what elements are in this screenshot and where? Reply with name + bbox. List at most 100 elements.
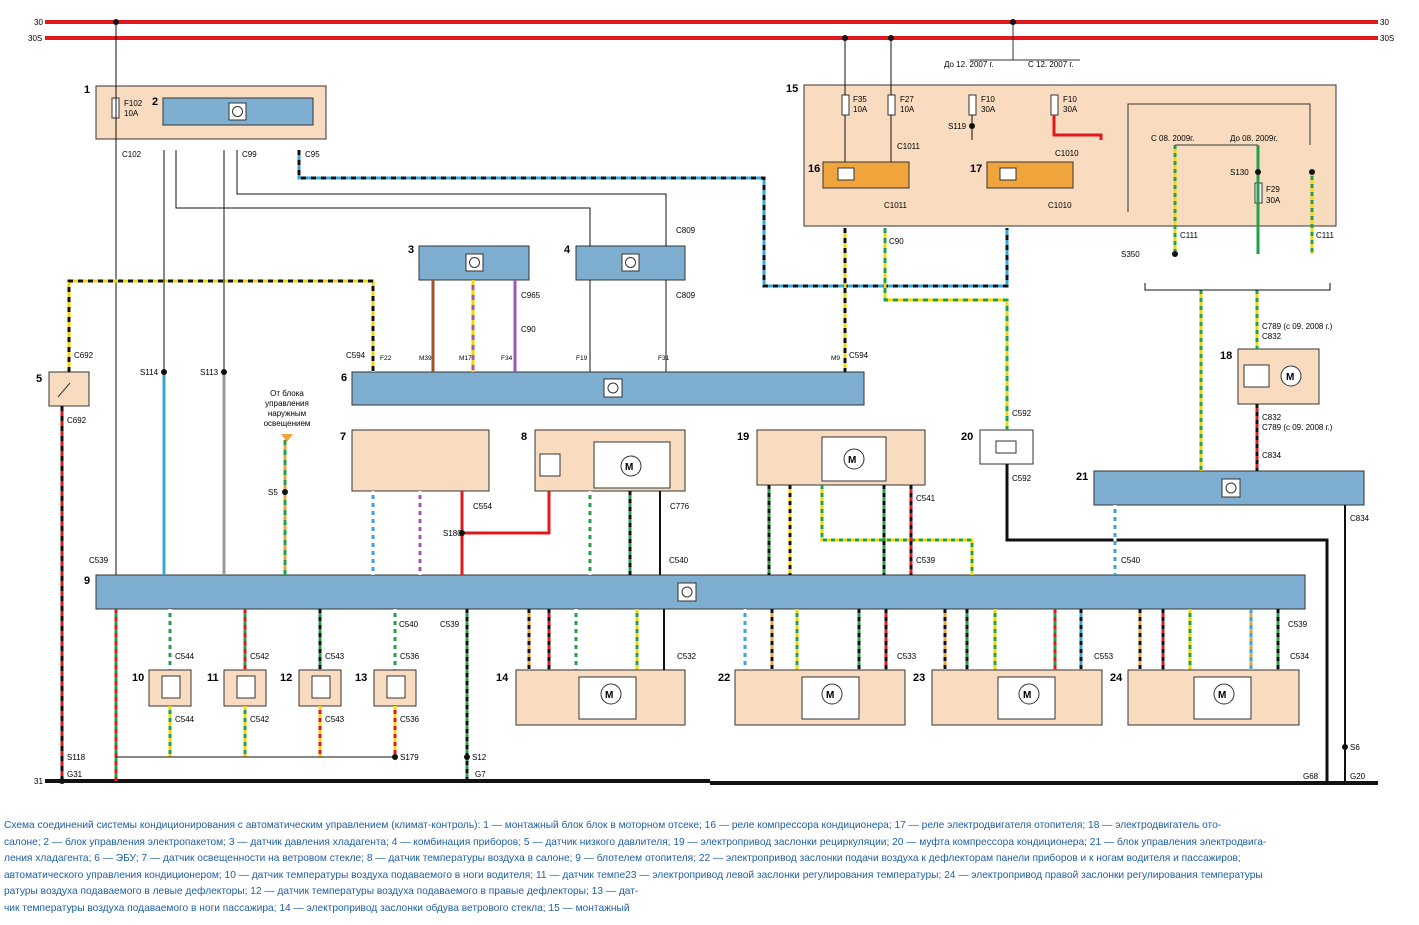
svg-text:C592: C592 bbox=[1012, 474, 1032, 483]
svg-text:10A: 10A bbox=[900, 105, 915, 114]
svg-text:От блока: От блока bbox=[270, 389, 304, 398]
svg-text:C1011: C1011 bbox=[884, 201, 908, 210]
svg-text:C1010: C1010 bbox=[1055, 149, 1079, 158]
relay-16 bbox=[822, 161, 910, 189]
svg-text:22: 22 bbox=[718, 672, 730, 684]
exterior-light-note: От блока управления наружным освещением bbox=[264, 389, 311, 442]
power-rails: 30 30S 30 30S 31 bbox=[28, 18, 1394, 786]
ecu-icon bbox=[228, 102, 247, 121]
svg-text:S179: S179 bbox=[400, 753, 419, 762]
svg-text:M: M bbox=[826, 690, 834, 701]
svg-text:12: 12 bbox=[280, 672, 292, 684]
svg-text:C832: C832 bbox=[1262, 413, 1282, 422]
svg-text:C111: C111 bbox=[1316, 231, 1334, 240]
caption-line: ратуры воздуха подаваемого в левые дефле… bbox=[4, 886, 639, 897]
svg-text:C594: C594 bbox=[346, 351, 366, 360]
svg-text:наружным: наружным bbox=[268, 409, 306, 418]
svg-text:21: 21 bbox=[1076, 471, 1088, 483]
svg-text:18: 18 bbox=[1220, 350, 1232, 362]
svg-text:C809: C809 bbox=[676, 291, 696, 300]
svg-text:C532: C532 bbox=[677, 652, 697, 661]
wires bbox=[60, 22, 1346, 781]
svg-text:30A: 30A bbox=[981, 105, 996, 114]
svg-text:F29: F29 bbox=[1266, 185, 1280, 194]
svg-text:До 08. 2009г.: До 08. 2009г. bbox=[1230, 134, 1277, 143]
svg-text:F34: F34 bbox=[501, 355, 513, 362]
svg-text:C533: C533 bbox=[897, 652, 917, 661]
svg-text:2: 2 bbox=[152, 96, 158, 108]
svg-text:F10: F10 bbox=[1063, 95, 1077, 104]
svg-text:M39: M39 bbox=[419, 355, 432, 362]
svg-text:11: 11 bbox=[207, 672, 219, 684]
svg-text:M: M bbox=[1023, 690, 1031, 701]
svg-text:14: 14 bbox=[496, 672, 509, 684]
svg-text:24: 24 bbox=[1110, 672, 1123, 684]
svg-text:4: 4 bbox=[564, 244, 571, 256]
svg-text:С 08. 2009г.: С 08. 2009г. bbox=[1151, 134, 1194, 143]
svg-text:M17: M17 bbox=[459, 355, 472, 362]
svg-text:G31: G31 bbox=[67, 770, 83, 779]
caption-line: автоматического управления кондиционером… bbox=[4, 869, 1263, 881]
svg-text:9: 9 bbox=[84, 575, 90, 587]
svg-text:F35: F35 bbox=[853, 95, 867, 104]
svg-text:F19: F19 bbox=[576, 355, 588, 362]
svg-text:освещением: освещением bbox=[264, 419, 311, 428]
temp-sensors-10-13: 10 11 12 13 bbox=[132, 669, 417, 707]
component-3-pressure-sensor: 3 bbox=[408, 244, 530, 281]
svg-text:C102: C102 bbox=[122, 150, 142, 159]
svg-text:G7: G7 bbox=[475, 770, 486, 779]
svg-text:C539: C539 bbox=[440, 620, 460, 629]
svg-text:M9: M9 bbox=[831, 355, 840, 362]
svg-text:C776: C776 bbox=[670, 502, 690, 511]
caption-line: чик температуры воздуха подаваемого в но… bbox=[4, 902, 630, 914]
svg-text:6: 6 bbox=[341, 372, 347, 384]
svg-text:C834: C834 bbox=[1350, 514, 1370, 523]
svg-text:C99: C99 bbox=[242, 150, 257, 159]
svg-text:S6: S6 bbox=[1350, 743, 1360, 752]
svg-text:5: 5 bbox=[36, 373, 42, 385]
svg-text:C543: C543 bbox=[325, 715, 345, 724]
rail-30-label-right: 30 bbox=[1380, 18, 1389, 27]
svg-text:M: M bbox=[1286, 372, 1294, 383]
svg-text:C540: C540 bbox=[1121, 556, 1141, 565]
svg-text:C539: C539 bbox=[916, 556, 936, 565]
component-20-compressor-clutch: 20 bbox=[961, 429, 1034, 465]
svg-text:M: M bbox=[1218, 690, 1226, 701]
svg-text:C1010: C1010 bbox=[1048, 201, 1072, 210]
svg-text:23: 23 bbox=[913, 672, 925, 684]
svg-text:10: 10 bbox=[132, 672, 144, 684]
svg-text:C554: C554 bbox=[473, 502, 493, 511]
svg-text:30A: 30A bbox=[1063, 105, 1078, 114]
svg-text:C834: C834 bbox=[1262, 451, 1282, 460]
diagram-caption: Схема соединений системы кондиционирован… bbox=[4, 818, 1416, 917]
svg-text:S12: S12 bbox=[472, 753, 487, 762]
component-2-electropack-unit: 2 bbox=[152, 96, 314, 126]
component-19-recirc-actuator: 19 M bbox=[737, 429, 926, 486]
svg-text:S118: S118 bbox=[67, 753, 86, 762]
svg-text:30A: 30A bbox=[1266, 196, 1281, 205]
svg-text:C540: C540 bbox=[399, 620, 419, 629]
svg-text:G20: G20 bbox=[1350, 772, 1366, 781]
component-4-instrument-cluster: 4 bbox=[564, 244, 686, 281]
component-21-blower-control-unit: 21 bbox=[1076, 470, 1365, 506]
svg-text:13: 13 bbox=[355, 672, 367, 684]
svg-text:C789 (с 09. 2008 г.): C789 (с 09. 2008 г.) bbox=[1262, 423, 1333, 432]
svg-text:C536: C536 bbox=[400, 715, 420, 724]
svg-text:10A: 10A bbox=[853, 105, 868, 114]
svg-text:10A: 10A bbox=[124, 109, 139, 118]
svg-text:C542: C542 bbox=[250, 715, 270, 724]
component-1-number: 1 bbox=[84, 84, 90, 96]
svg-text:C536: C536 bbox=[400, 652, 420, 661]
svg-text:S180: S180 bbox=[443, 529, 462, 538]
svg-text:C553: C553 bbox=[1094, 652, 1114, 661]
component-18-blower-motor: 18 M bbox=[1220, 348, 1320, 405]
svg-text:C534: C534 bbox=[1290, 652, 1310, 661]
svg-text:C539: C539 bbox=[1288, 620, 1308, 629]
svg-text:C90: C90 bbox=[889, 237, 904, 246]
svg-text:16: 16 bbox=[808, 163, 820, 175]
svg-text:C539: C539 bbox=[89, 556, 109, 565]
svg-text:C90: C90 bbox=[521, 325, 536, 334]
svg-text:8: 8 bbox=[521, 431, 527, 443]
component-9-climate-control-unit: 9 bbox=[84, 574, 1306, 610]
